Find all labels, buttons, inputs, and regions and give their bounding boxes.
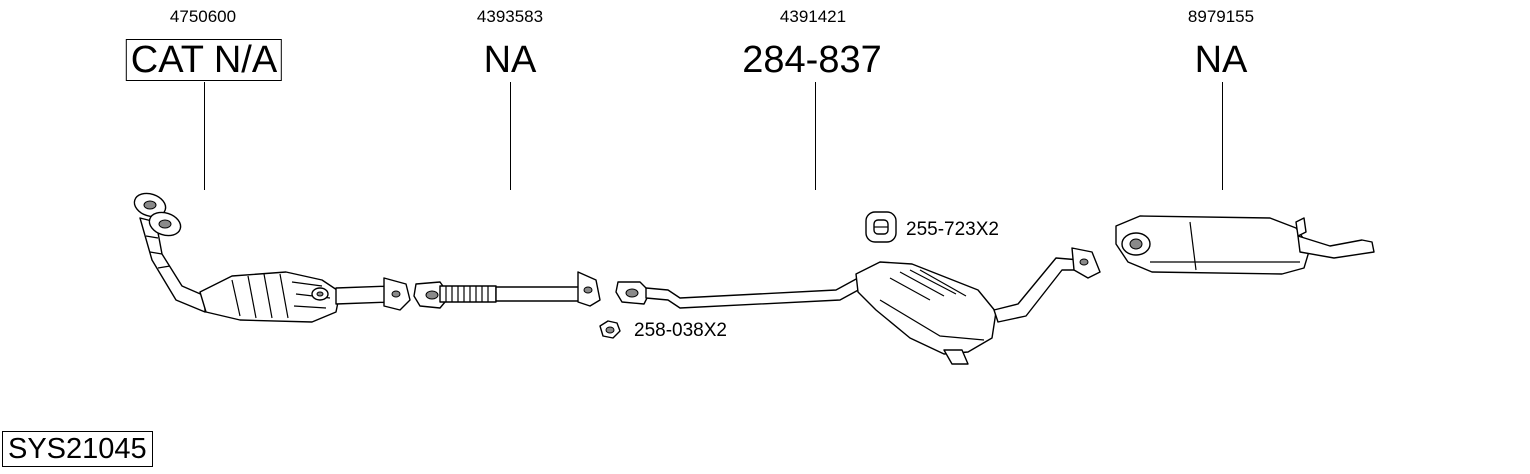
oem-number-front-pipe: 4393583 bbox=[476, 7, 544, 26]
part-code-middle-silencer[interactable]: 284-837 bbox=[742, 39, 882, 81]
rubber-mount-icon[interactable] bbox=[865, 211, 897, 243]
leader-line-front-pipe bbox=[510, 82, 511, 190]
label-nut[interactable]: 258-038X2 bbox=[634, 320, 727, 341]
system-code: SYS21045 bbox=[2, 431, 153, 467]
catalytic-converter-drawing[interactable] bbox=[131, 190, 411, 323]
leader-line-middle-silencer bbox=[815, 82, 816, 190]
part-code-front-pipe[interactable]: NA bbox=[483, 39, 537, 81]
part-code-rear-silencer[interactable]: NA bbox=[1194, 39, 1248, 81]
oem-number-rear-silencer: 8979155 bbox=[1187, 7, 1255, 26]
oem-number-middle-silencer: 4391421 bbox=[779, 7, 847, 26]
leader-line-catalyst bbox=[204, 82, 205, 190]
nut-icon[interactable] bbox=[599, 320, 621, 339]
front-pipe-drawing[interactable] bbox=[413, 271, 601, 309]
label-rubber-mount[interactable]: 255-723X2 bbox=[906, 219, 999, 240]
leader-line-rear-silencer bbox=[1222, 82, 1223, 190]
middle-silencer-drawing[interactable] bbox=[615, 247, 1101, 365]
oem-number-catalyst: 4750600 bbox=[169, 7, 237, 26]
rear-silencer-drawing[interactable] bbox=[1115, 215, 1375, 275]
part-code-catalyst[interactable]: CAT N/A bbox=[125, 39, 283, 81]
